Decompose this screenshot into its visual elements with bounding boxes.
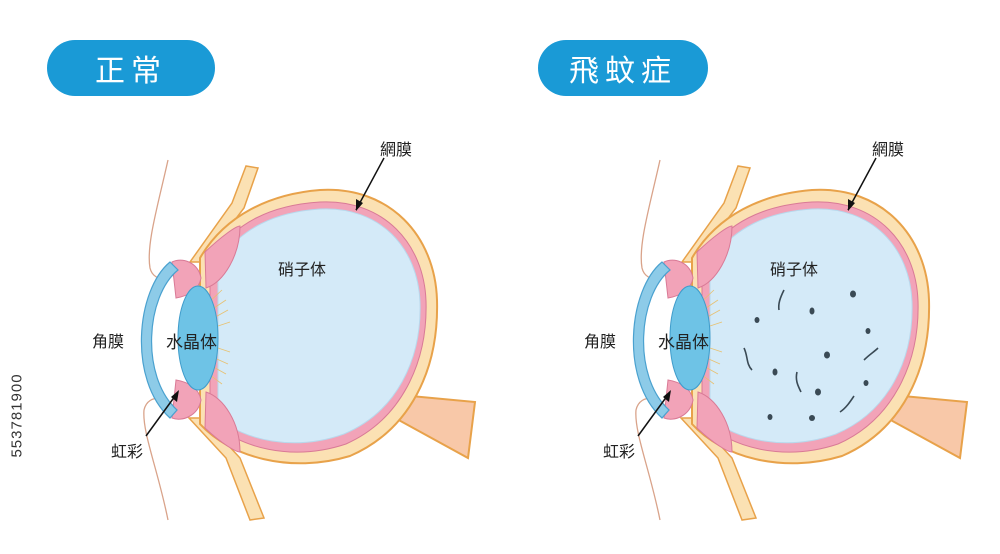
lens-label: 水晶体: [658, 333, 709, 353]
retina-label: 網膜: [872, 140, 905, 159]
lens-label: 水晶体: [166, 333, 217, 353]
stock-id: 553781900: [8, 372, 26, 458]
vitreous-label: 硝子体: [278, 260, 327, 279]
vitreous-label: 硝子体: [770, 260, 819, 279]
vitreous-floaters: [743, 289, 879, 421]
iris-pointer-arrow: [145, 391, 179, 437]
cornea-label: 角膜: [584, 332, 617, 351]
floaters-title-pill: 飛蚊症: [538, 40, 708, 96]
iris-label: 虹彩: [111, 442, 144, 461]
retina-pointer-arrow: [847, 157, 877, 211]
retina-label: 網膜: [380, 140, 413, 159]
cornea-label: 角膜: [92, 332, 125, 351]
normal-title: 正常: [95, 54, 167, 89]
iris-label: 虹彩: [603, 442, 636, 461]
floaters-title: 飛蚊症: [569, 54, 677, 89]
iris-pointer-arrow: [637, 391, 671, 437]
retina-pointer-arrow: [355, 157, 385, 211]
normal-title-pill: 正常: [47, 40, 215, 96]
